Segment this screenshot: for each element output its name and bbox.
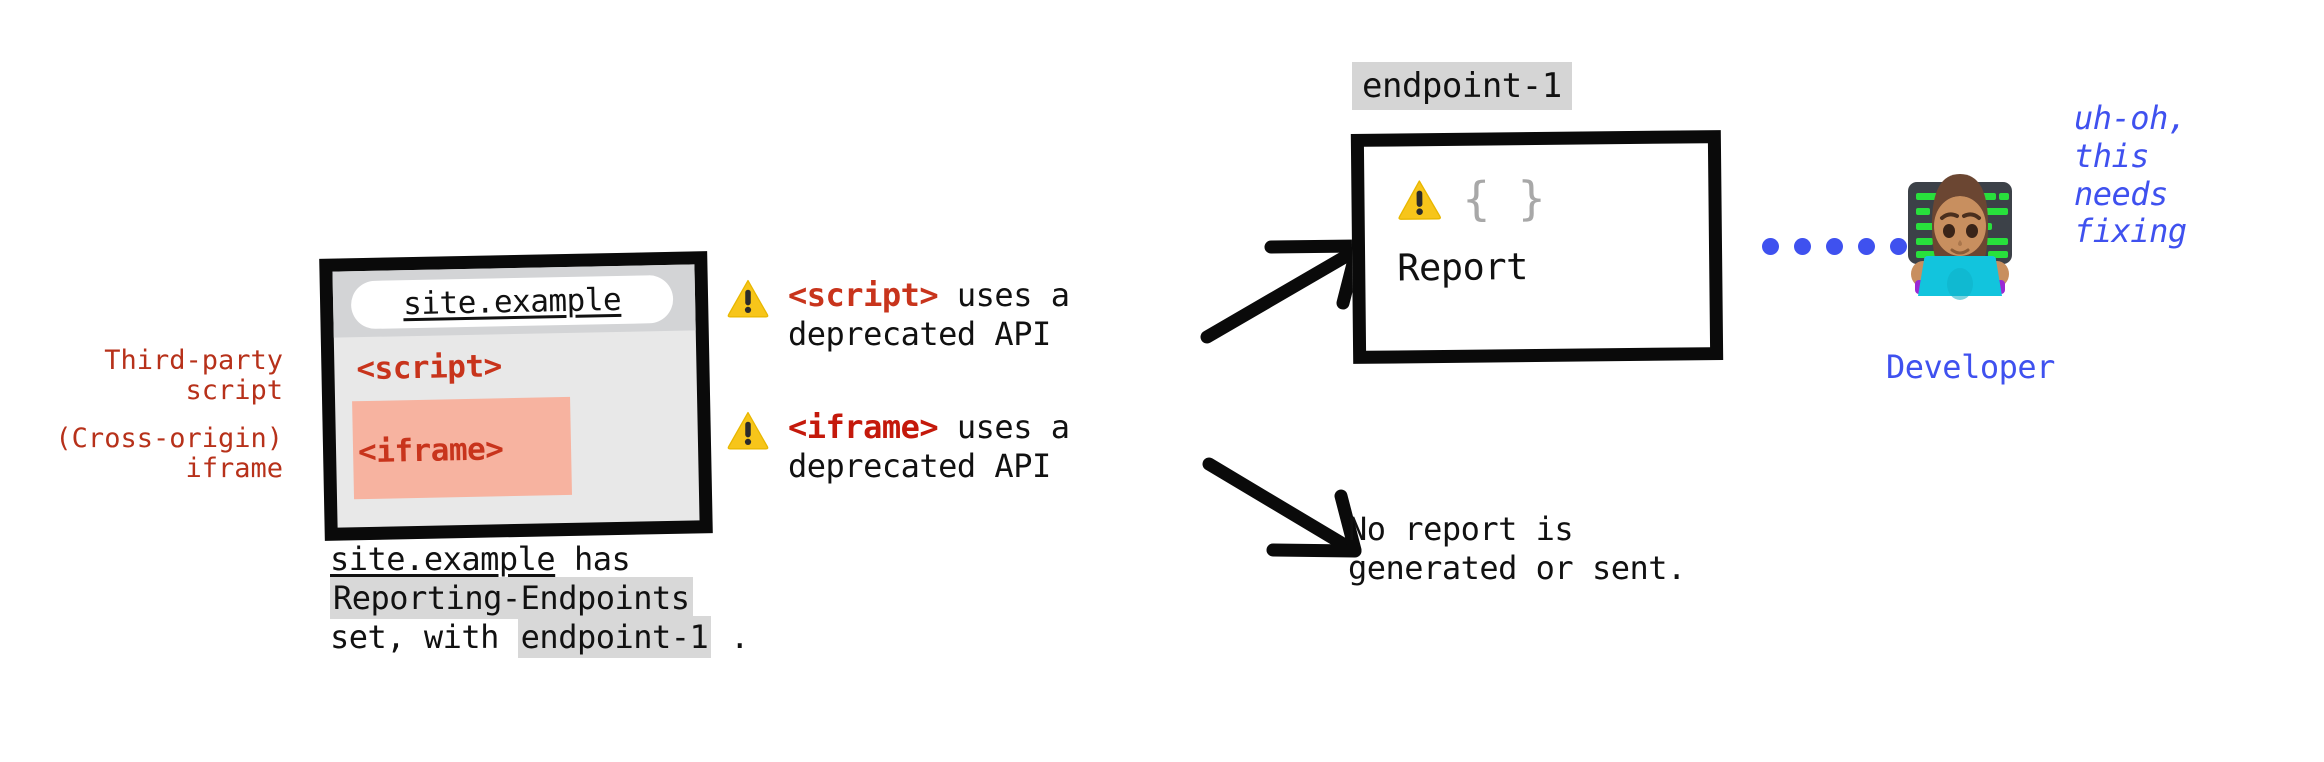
caption-header-chip: Reporting-Endpoints: [330, 577, 693, 620]
browser-frame: site.example <script> <iframe>: [319, 251, 713, 541]
report-icon-group: { }: [1396, 170, 1546, 226]
report-box: { } Report: [1350, 130, 1724, 364]
browser-window: site.example <script> <iframe>: [319, 251, 713, 541]
browser-chrome-bar: site.example: [332, 264, 696, 338]
caption-line-3: set, with endpoint-1 .: [330, 616, 749, 659]
caption-line-2: Reporting-Endpoints: [330, 577, 749, 620]
connector-dot: [1794, 238, 1811, 255]
code-line-iframe: <iframe>: [357, 431, 504, 471]
warning-text-iframe: <iframe> uses a deprecated API: [788, 408, 1070, 486]
label-third-party-script: Third-party script: [104, 345, 283, 407]
warning-rest-iframe: uses a deprecated API: [788, 408, 1070, 486]
caption-setwith: set, with: [330, 618, 518, 657]
report-label: Report: [1396, 245, 1529, 290]
warning-triangle-icon: [727, 411, 769, 450]
developer-speech: uh-oh, this needs fixing: [2074, 99, 2187, 251]
warning-text-script: <script> uses a deprecated API: [788, 276, 1070, 354]
warning-tag-script: <script>: [788, 276, 939, 314]
browser-caption: site.example has Reporting-Endpoints set…: [330, 540, 749, 659]
arrow-down-right: [1202, 457, 1362, 558]
developer-label: Developer: [1886, 348, 2055, 386]
connector-dot: [1858, 238, 1875, 255]
label-cross-origin-iframe: (Cross-origin) iframe: [55, 423, 283, 485]
caption-site: site.example: [330, 540, 556, 578]
caption-has: has: [555, 540, 631, 578]
warning-row-iframe: <iframe> uses a deprecated API: [726, 408, 1070, 486]
caption-endpoint-chip: endpoint-1: [517, 616, 712, 659]
warning-row-script: <script> uses a deprecated API: [726, 276, 1070, 354]
code-line-script: <script>: [356, 348, 503, 388]
endpoint-chip: endpoint-1: [1352, 62, 1572, 110]
warning-triangle-icon: [1398, 180, 1441, 220]
warning-tag-iframe: <iframe>: [788, 408, 939, 446]
no-report-text: No report is generated or sent.: [1348, 510, 1686, 588]
caption-line-1: site.example has: [330, 540, 749, 579]
connector-dot: [1890, 238, 1907, 255]
url-text: site.example: [402, 281, 622, 323]
warning-triangle-icon: [727, 279, 769, 318]
json-braces-icon: { }: [1462, 170, 1546, 226]
caption-period: .: [711, 618, 749, 657]
woman-technologist-emoji: [1908, 174, 2012, 300]
connector-dot: [1826, 238, 1843, 255]
warning-rest-script: uses a deprecated API: [788, 276, 1070, 354]
url-bar[interactable]: site.example: [350, 274, 674, 330]
connector-dot: [1762, 238, 1779, 255]
